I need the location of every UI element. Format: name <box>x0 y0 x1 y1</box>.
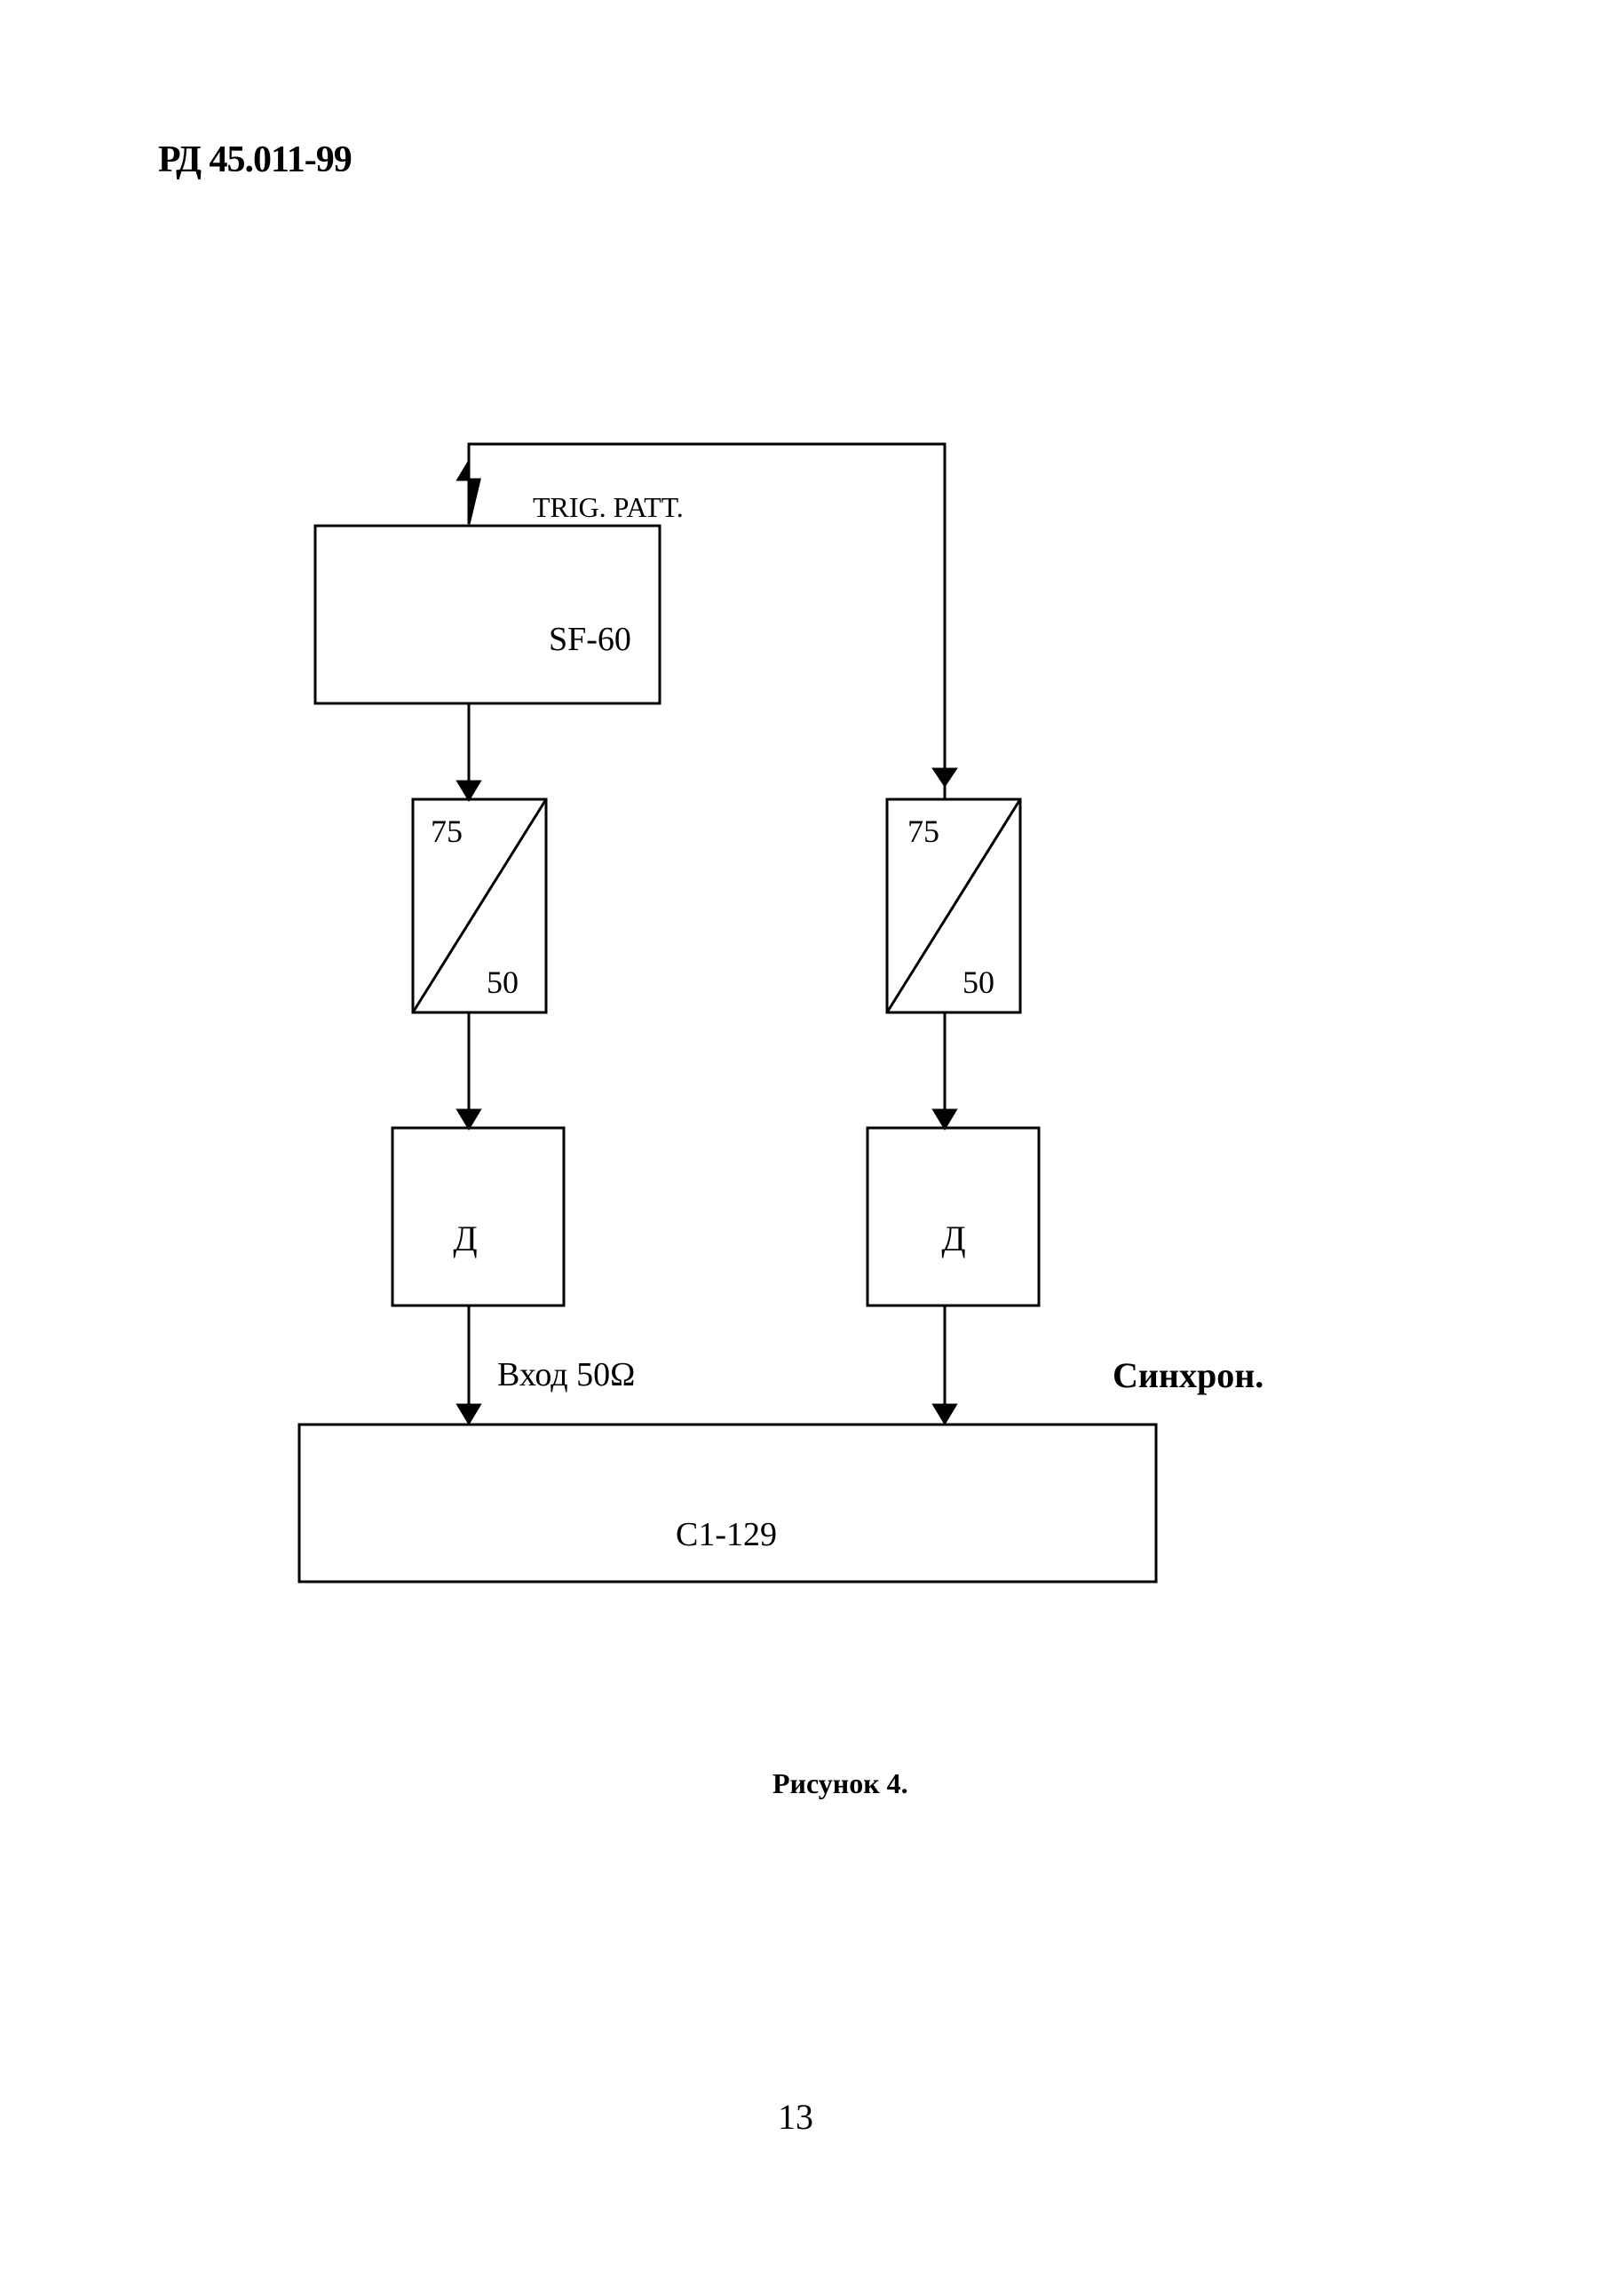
left-adapter-diagonal <box>411 798 548 1013</box>
right-adapter-bottom-label: 50 <box>963 964 994 1000</box>
trigger-output-label: TRIG. PATT. <box>533 491 684 523</box>
arrow-to-oscilloscope-input <box>456 1403 482 1425</box>
left-detector-label: Д <box>453 1218 477 1258</box>
trigger-arrow-up <box>456 456 481 525</box>
generator-box <box>313 524 661 705</box>
right-impedance-adapter <box>885 798 1022 1014</box>
oscilloscope-label: С1-129 <box>676 1516 777 1553</box>
right-adapter-diagonal <box>885 798 1022 1013</box>
left-adapter-bottom-label: 50 <box>487 964 519 1000</box>
generator-label: SF-60 <box>549 621 631 658</box>
right-detector-box <box>866 1126 1041 1307</box>
sync-label: Синхрон. <box>1113 1355 1264 1395</box>
arrow-to-oscilloscope-sync <box>931 1403 958 1425</box>
document-code: РД 45.011-99 <box>158 139 353 180</box>
arrow-to-right-detector <box>931 1108 958 1131</box>
left-adapter-top-label: 75 <box>431 814 463 849</box>
figure-caption: Рисунок 4. <box>772 1767 908 1799</box>
right-branch-arrow <box>931 767 958 788</box>
left-impedance-adapter <box>411 798 548 1014</box>
arrow-to-left-adapter <box>456 780 482 802</box>
right-detector-label: Д <box>941 1218 965 1258</box>
trigger-line <box>467 442 947 799</box>
right-adapter-top-label: 75 <box>907 814 939 849</box>
oscilloscope-box <box>297 1423 1158 1583</box>
left-detector-box <box>391 1126 566 1307</box>
page-number: 13 <box>778 2097 813 2137</box>
arrow-to-left-detector <box>456 1108 482 1131</box>
input-label: Вход 50Ω <box>497 1356 635 1393</box>
